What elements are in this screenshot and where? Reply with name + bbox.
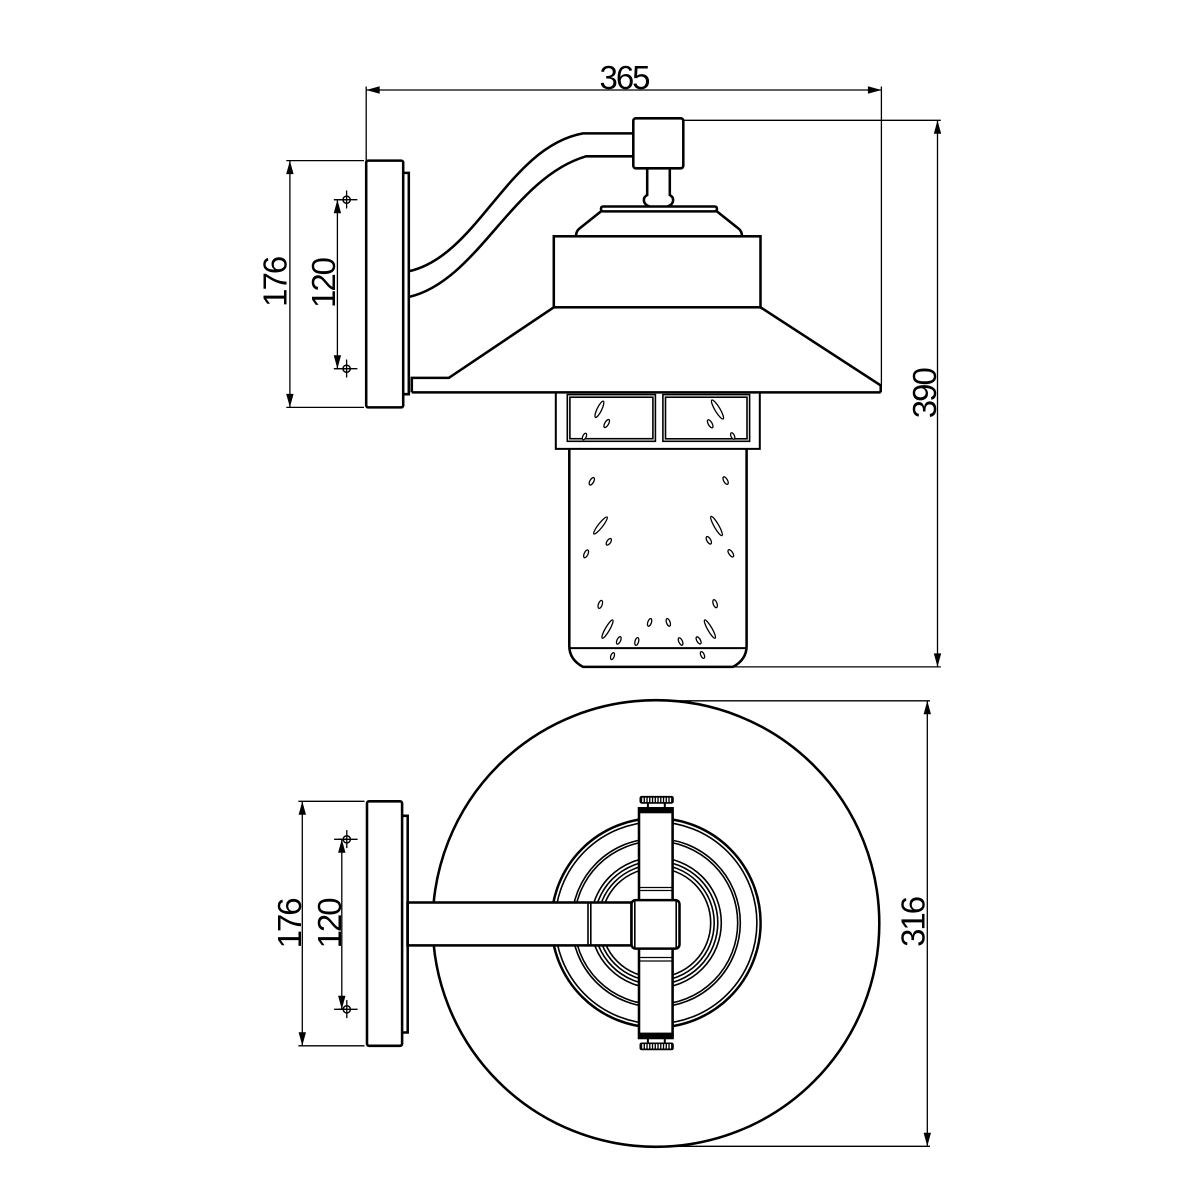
svg-text:120: 120: [305, 257, 342, 308]
svg-text:390: 390: [906, 368, 943, 419]
svg-text:365: 365: [599, 59, 649, 96]
svg-text:316: 316: [895, 897, 932, 947]
svg-text:176: 176: [257, 257, 294, 307]
svg-text:176: 176: [271, 899, 308, 949]
svg-text:120: 120: [311, 898, 348, 949]
